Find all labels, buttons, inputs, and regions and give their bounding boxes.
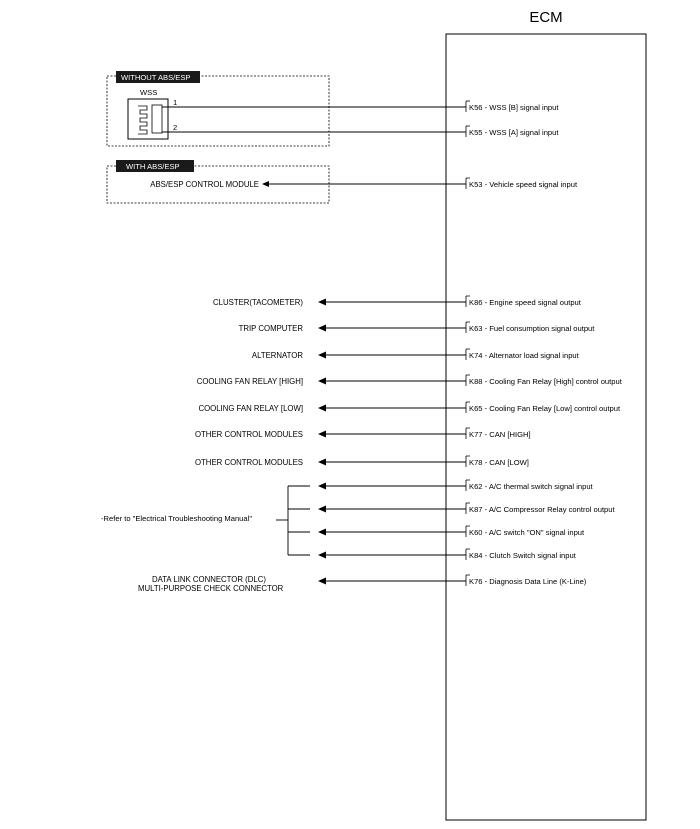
signal-destination: OTHER CONTROL MODULES	[195, 430, 303, 439]
pin-bracket	[465, 455, 470, 467]
signal-destination: COOLING FAN RELAY [HIGH]	[197, 377, 303, 386]
arrow-left-icon	[318, 351, 326, 359]
pin-k76: K76 - Diagnosis Data Line (K-Line)	[469, 577, 587, 586]
pin-bracket	[465, 548, 470, 560]
pin-k56: K56 - WSS [B] signal input	[469, 103, 559, 112]
arrow-left-icon	[318, 298, 326, 306]
signal-row: CLUSTER(TACOMETER) K86 - Engine speed sig…	[213, 295, 582, 307]
signal-row: COOLING FAN RELAY [LOW] K65 - Cooling Fan…	[198, 401, 621, 413]
wss-pin-1-label: 1	[173, 98, 177, 107]
abs-module-label: ABS/ESP CONTROL MODULE	[150, 180, 259, 189]
ac-signal-row: K87 - A/C Compressor Relay control outpu…	[288, 502, 616, 514]
signal-row: OTHER CONTROL MODULES K77 - CAN [HIGH]	[195, 427, 531, 439]
pin-bracket	[465, 479, 470, 491]
ecm-pin-label: K78 - CAN [LOW]	[469, 458, 529, 467]
ac-signal-row: K60 - A/C switch "ON" signal input	[288, 525, 585, 537]
signal-row: TRIP COMPUTER K63 - Fuel consumption sign…	[239, 321, 595, 333]
with-abs-header-bg	[116, 160, 194, 172]
signal-rows: CLUSTER(TACOMETER) K86 - Engine speed sig…	[195, 295, 623, 467]
wss-sensor-icon	[127, 98, 169, 140]
arrow-left-icon	[318, 324, 326, 332]
signal-destination: CLUSTER(TACOMETER)	[213, 298, 303, 307]
pin-bracket	[465, 321, 470, 333]
arrow-left-icon	[318, 577, 326, 585]
ac-signal-row: K62 - A/C thermal switch signal input	[288, 479, 594, 491]
without-abs-header-bg	[116, 71, 200, 83]
ecm-title: ECM	[529, 9, 562, 26]
ac-note: -Refer to "Electrical Troubleshooting Ma…	[101, 514, 252, 523]
ecm-pin-label: K74 - Alternator load signal input	[469, 351, 580, 360]
arrow-left-icon	[318, 482, 326, 490]
signal-row: ALTERNATOR K74 - Alternator load signal i…	[252, 348, 580, 360]
ecm-pin-label: K77 - CAN [HIGH]	[469, 430, 531, 439]
without-abs-group: WITHOUT ABS/ESP WSS 1 2 K56 - WSS [B] si…	[106, 71, 559, 147]
without-abs-frame	[106, 75, 330, 147]
arrow-left-icon	[262, 181, 269, 187]
signal-destination: ALTERNATOR	[252, 351, 303, 360]
pin-bracket	[465, 574, 470, 586]
signal-destination: COOLING FAN RELAY [LOW]	[198, 404, 303, 413]
arrow-left-icon	[318, 377, 326, 385]
with-abs-header: WITH ABS/ESP	[126, 162, 180, 171]
ecm-pin-label: K86 - Engine speed signal output	[469, 298, 582, 307]
ecm-pin-label: K88 - Cooling Fan Relay [High] control o…	[469, 377, 623, 386]
signal-row: COOLING FAN RELAY [HIGH] K88 - Cooling Fa…	[197, 374, 623, 386]
pin-k55: K55 - WSS [A] signal input	[469, 128, 559, 137]
arrow-left-icon	[318, 505, 326, 513]
wss-label: WSS	[140, 88, 157, 97]
ecm-pin-label: K63 - Fuel consumption signal output	[469, 324, 595, 333]
pin-bracket	[465, 502, 470, 514]
with-abs-group: WITH ABS/ESP ABS/ESP CONTROL MODULE K53 …	[106, 160, 578, 204]
signal-row: OTHER CONTROL MODULES K78 - CAN [LOW]	[195, 455, 529, 467]
ecm-pin-label: K60 - A/C switch "ON" signal input	[469, 528, 585, 537]
dlc-dest-line2: MULTI-PURPOSE CHECK CONNECTOR	[138, 584, 284, 593]
ac-signal-row: K84 - Clutch Switch signal input	[288, 548, 577, 560]
dlc-dest-line1: DATA LINK CONNECTOR (DLC)	[152, 575, 266, 584]
arrow-left-icon	[318, 528, 326, 536]
ecm-pin-label: K87 - A/C Compressor Relay control outpu…	[469, 505, 616, 514]
wss-pin-2-label: 2	[173, 123, 177, 132]
pin-bracket	[465, 374, 470, 386]
pin-bracket	[465, 295, 470, 307]
pin-bracket	[465, 427, 470, 439]
ecm-box	[445, 33, 647, 821]
signal-destination: TRIP COMPUTER	[239, 324, 304, 333]
arrow-left-icon	[318, 404, 326, 412]
ecm-pin-label: K65 - Cooling Fan Relay [Low] control ou…	[469, 404, 621, 413]
without-abs-header: WITHOUT ABS/ESP	[121, 73, 190, 82]
pin-bracket	[465, 348, 470, 360]
ecm-pin-label: K84 - Clutch Switch signal input	[469, 551, 577, 560]
pin-k53: K53 - Vehicle speed signal input	[469, 180, 578, 189]
arrow-left-icon	[318, 551, 326, 559]
ac-group: -Refer to "Electrical Troubleshooting Ma…	[101, 479, 616, 560]
pin-bracket	[465, 177, 470, 189]
ecm-pin-label: K62 - A/C thermal switch signal input	[469, 482, 594, 491]
arrow-left-icon	[318, 458, 326, 466]
arrow-left-icon	[318, 430, 326, 438]
dlc-group: DATA LINK CONNECTOR (DLC) MULTI-PURPOSE …	[138, 574, 587, 593]
pin-bracket	[465, 401, 470, 413]
signal-destination: OTHER CONTROL MODULES	[195, 458, 303, 467]
pin-bracket	[465, 525, 470, 537]
